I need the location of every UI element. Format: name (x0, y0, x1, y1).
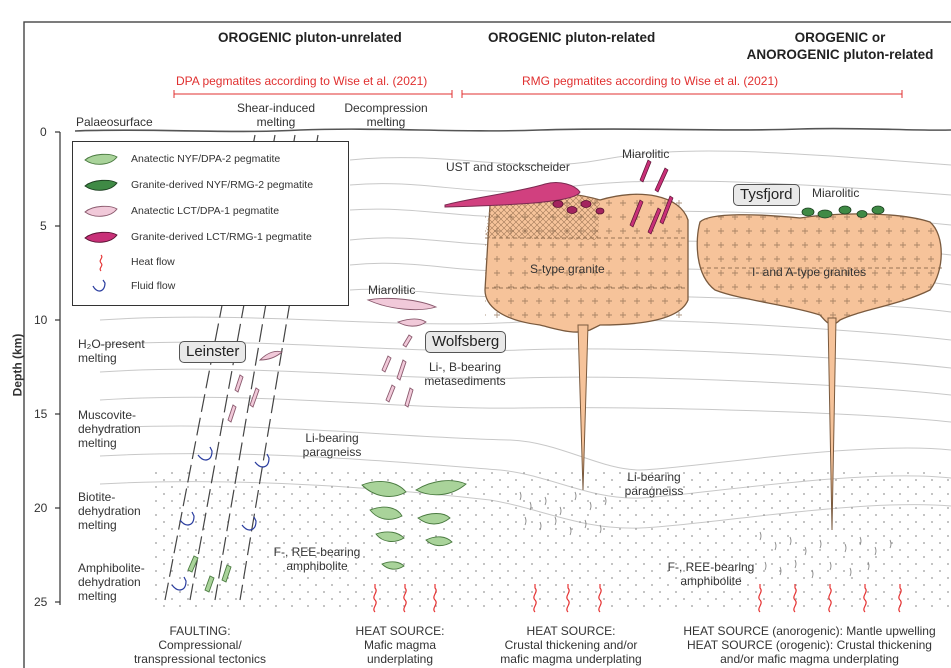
heat-source-3-caption-line2: HEAT SOURCE (orogenic): Crustal thickeni… (668, 638, 951, 652)
li-b-metasediments-label-line1: Li-, B-bearing (410, 360, 520, 374)
faulting-caption-line3: transpressional tectonics (120, 652, 280, 666)
f-ree-amphibolite-label-2-line1: F-, REE-bearing (656, 560, 766, 574)
miarolitic-label-wolfsberg: Miarolitic (368, 283, 415, 297)
heat-source-1-caption-line2: Mafic magma (340, 638, 460, 652)
depth-tick-15: 15 (34, 407, 47, 421)
dpa-classification-label: DPA pegmatites according to Wise et al. … (176, 74, 427, 88)
header-either-line1: OROGENIC or (740, 31, 940, 45)
legend-box: Anatectic NYF/DPA-2 pegmatite Granite-de… (72, 141, 349, 306)
ia-type-granites-label: I- and A-type granites (752, 265, 866, 279)
heat-source-1-caption-line3: underplating (340, 652, 460, 666)
legend-label: Granite-derived LCT/RMG-1 pegmatite (131, 231, 312, 244)
heat-flow-arrow-icon (83, 254, 119, 272)
faulting-caption-line2: Compressional/ (120, 638, 280, 652)
heat-source-3-caption-line1: HEAT SOURCE (anorogenic): Mantle upwelli… (668, 624, 951, 638)
h2o-melting-label-line1: H₂O-present (78, 337, 145, 351)
depth-axis-label: Depth (km) (10, 334, 24, 397)
depth-tick-25: 25 (34, 595, 47, 609)
li-paragneiss-label-2-line2: paragneiss (604, 484, 704, 498)
legend-label: Anatectic LCT/DPA-1 pegmatite (131, 205, 279, 218)
locality-leinster: Leinster (179, 341, 246, 363)
header-pluton-related: OROGENIC pluton-related (488, 31, 655, 45)
locality-tysfjord: Tysfjord (733, 184, 800, 206)
amphibolite-melting-label-line2: dehydration (78, 575, 141, 589)
muscovite-melting-label-line1: Muscovite- (78, 408, 136, 422)
miarolitic-label-tysfjord: Miarolitic (812, 186, 859, 200)
heat-source-2-caption-line1: HEAT SOURCE: (486, 624, 656, 638)
legend-label: Heat flow (131, 256, 175, 269)
palaeosurface-line (75, 128, 951, 131)
heat-source-2-caption-line2: Crustal thickening and/or (486, 638, 656, 652)
pegmatite-magenta-icon (83, 229, 119, 247)
pegmatite-light-pink-icon (83, 203, 119, 221)
s-type-granite-label: S-type granite (530, 262, 605, 276)
heat-source-3-caption-line3: and/or mafic magma underplating (668, 652, 951, 666)
li-paragneiss-label-2-line1: Li-bearing (604, 470, 704, 484)
f-ree-amphibolite-label-1-line2: amphibolite (262, 559, 372, 573)
shear-melting-label-line2: melting (226, 115, 326, 129)
amphibolite-melting-label-line3: melting (78, 589, 117, 603)
muscovite-melting-label-line3: melting (78, 436, 117, 450)
header-either-line2: ANOROGENIC pluton-related (700, 48, 951, 62)
faulting-caption-line1: FAULTING: (120, 624, 280, 638)
biotite-melting-label-line2: dehydration (78, 504, 141, 518)
biotite-melting-label-line1: Biotite- (78, 490, 115, 504)
dpa-bracket (174, 90, 452, 98)
rmg-classification-label: RMG pegmatites according to Wise et al. … (522, 74, 778, 88)
header-pluton-unrelated: OROGENIC pluton-unrelated (218, 31, 402, 45)
muscovite-melting-label-line2: dehydration (78, 422, 141, 436)
decompression-melting-label-line2: melting (336, 115, 436, 129)
s-type-granite-pluton (485, 192, 688, 490)
heat-source-2-caption-line3: mafic magma underplating (486, 652, 656, 666)
depth-tick-0: 0 (40, 125, 47, 139)
legend-label: Fluid flow (131, 280, 175, 293)
palaeosurface-label: Palaeosurface (76, 115, 153, 129)
depth-tick-20: 20 (34, 501, 47, 515)
depth-axis (55, 132, 60, 605)
h2o-melting-label-line2: melting (78, 351, 117, 365)
legend-label: Granite-derived NYF/RMG-2 pegmatite (131, 179, 313, 192)
pegmatite-light-green-icon (83, 151, 119, 169)
heat-source-1-caption-line1: HEAT SOURCE: (340, 624, 460, 638)
decompression-melting-label-line1: Decompression (336, 101, 436, 115)
legend-label: Anatectic NYF/DPA-2 pegmatite (131, 153, 280, 166)
depth-tick-5: 5 (40, 219, 47, 233)
li-b-metasediments-label-line2: metasediments (410, 374, 520, 388)
fluid-flow-arrow-icon (83, 278, 119, 296)
f-ree-amphibolite-label-1-line1: F-, REE-bearing (262, 545, 372, 559)
f-ree-amphibolite-label-2-line2: amphibolite (656, 574, 766, 588)
locality-wolfsberg: Wolfsberg (425, 331, 506, 353)
li-paragneiss-label-1-line2: paragneiss (282, 445, 382, 459)
miarolitic-label-s-type: Miarolitic (622, 147, 669, 161)
rmg-bracket (462, 90, 902, 98)
amphibolite-melting-label-line1: Amphibolite- (78, 561, 145, 575)
shear-melting-label-line1: Shear-induced (226, 101, 326, 115)
li-paragneiss-label-1-line1: Li-bearing (282, 431, 382, 445)
depth-tick-10: 10 (34, 313, 47, 327)
light-pink-pegmatites (228, 298, 436, 422)
biotite-melting-label-line3: melting (78, 518, 117, 532)
pegmatite-dark-green-icon (83, 177, 119, 195)
ust-stockscheider-label: UST and stockscheider (446, 160, 570, 174)
